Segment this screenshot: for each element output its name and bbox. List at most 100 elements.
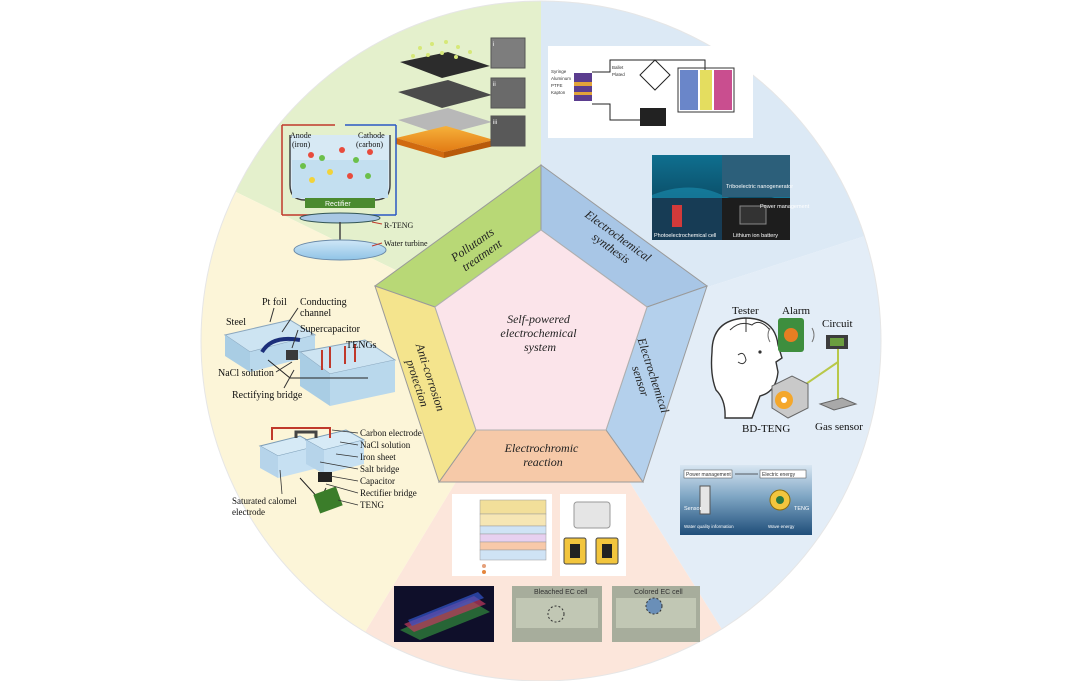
anticorrosion-bottom-panel: Carbon electrode NaCl solution Iron shee… (232, 427, 422, 517)
center-title: Self-powered electrochemical system (500, 312, 579, 354)
anode-sublabel: (iron) (292, 140, 311, 149)
water-turbine (293, 239, 387, 261)
r-teng-label: R-TENG (384, 221, 414, 230)
sem-label-3: iii (493, 120, 497, 126)
center-title-line-3: system (524, 340, 556, 354)
layer-base-side (396, 138, 444, 158)
svg-text:PTFE: PTFE (551, 83, 563, 88)
alarm-label: Alarm (782, 305, 811, 317)
tengs-label: TENGs (346, 340, 377, 351)
circuit-label: Circuit (822, 318, 853, 330)
layer-lower (398, 108, 492, 135)
sensor-panel: Tester Alarm Circuit BD-TENG Gas sensor (710, 305, 863, 435)
label-electrochromic-line-1: Electrochromic (504, 441, 579, 455)
pt-foil-label: Pt foil (262, 297, 287, 308)
bridge-diamond (639, 59, 671, 91)
bottom-label-leaders (279, 429, 359, 506)
wq-water-info: Water quality information (684, 524, 734, 529)
center-title-line-1: Self-powered (507, 312, 571, 326)
layer-base-side-2 (444, 140, 494, 158)
wq-power-mgmt: Power management (686, 472, 731, 478)
center-title-line-2: electrochemical (500, 326, 577, 340)
rectifier-label: Rectifier (325, 201, 351, 208)
circuit-board (826, 335, 848, 349)
rectifying-bridge-label: Rectifying bridge (232, 390, 303, 401)
cell-right (714, 70, 732, 110)
carbon-electrode-label: Carbon electrode (360, 428, 422, 438)
rectifier-box (305, 198, 375, 208)
wq-electric-energy: Electric energy (762, 472, 796, 478)
ec-colored-photo: Colored EC cell (612, 586, 700, 642)
svg-text:Syringe: Syringe (551, 69, 567, 74)
teng-stack (574, 73, 592, 101)
layer-stack (396, 40, 494, 158)
anticorrosion-top-panel: Steel Pt foil Conducting channel Superca… (218, 297, 397, 406)
battery (640, 108, 666, 126)
photo-label-pm: Power management (760, 204, 810, 210)
cell-left (680, 70, 698, 110)
ec-chip-image (394, 586, 494, 642)
svg-text:Plated: Plated (612, 72, 625, 77)
ec-layer-schematic (452, 494, 552, 576)
photo-label-lib: Lithium ion battery (733, 233, 778, 239)
steel-label: Steel (226, 317, 246, 328)
cathode-sublabel: (carbon) (356, 140, 383, 149)
teng-bottom-label: TENG (360, 500, 384, 510)
label-electrochromic: Electrochromic reaction (504, 441, 582, 469)
capacitor-label: Capacitor (360, 476, 395, 486)
conducting-label-1: Conducting (300, 297, 347, 308)
svg-text:Aluminum: Aluminum (551, 76, 571, 81)
layer-top-dots (411, 40, 472, 59)
water-turbine-label: Water turbine (384, 239, 428, 248)
wq-sensor: Sensor (684, 506, 702, 512)
synthesis-photo: Triboelectric nanogenerator Power manage… (652, 155, 810, 240)
ec-bleached-photo: Bleached EC cell (512, 586, 602, 642)
outer-circle-edge (200, 0, 882, 681)
rectifier-turbine: Rectifier R-TENG Water turbine (282, 198, 428, 261)
iron-sheet-label: Iron sheet (360, 452, 396, 462)
rectifier-bridge-label: Rectifier bridge (360, 488, 417, 498)
sem-label-1: i (493, 42, 494, 48)
conducting-channel (260, 336, 301, 354)
anode-label: Anode (290, 131, 312, 140)
pentagon-center (434, 229, 648, 431)
bd-teng-label: BD-TENG (742, 423, 790, 435)
sem-image-3 (490, 115, 526, 147)
bd-teng-device (771, 375, 809, 419)
nacl-label: NaCl solution (218, 368, 274, 379)
sem-label-2: ii (493, 82, 496, 88)
layer-top (400, 52, 490, 78)
sem-image-2 (490, 77, 526, 109)
layer-base (396, 126, 494, 152)
pollutant-particles (300, 147, 373, 183)
wq-wave-energy: Wave energy (768, 524, 795, 529)
water-quality-panel: Power management Electric energy Sensor … (680, 465, 812, 535)
cell-mid (700, 70, 712, 110)
supercapacitor-label: Supercapacitor (300, 324, 361, 335)
teng-green-block (313, 486, 343, 514)
svg-text:Kapton: Kapton (551, 90, 566, 95)
reaction-tank: Anode (iron) Cathode (carbon) (281, 124, 397, 215)
ec-device-photo (560, 494, 626, 576)
alarm-device (767, 318, 815, 352)
label-electrochromic-line-2: reaction (523, 455, 563, 469)
photo-label-teng: Triboelectric nanogenerator (726, 184, 793, 190)
cathode-label: Cathode (358, 131, 385, 140)
saturated-label-1: Saturated calomel (232, 496, 297, 506)
tester-label: Tester (732, 305, 759, 317)
gas-sensor-label: Gas sensor (815, 421, 863, 433)
saturated-label-2: electrode (232, 507, 265, 517)
photo-label-pec: Photoelectrochemical cell (654, 233, 716, 239)
salt-bridge-label: Salt bridge (360, 464, 399, 474)
r-teng-disc (299, 212, 381, 224)
pollutants-panel: i ii iii Anode (iron) Cathode (carbon) (281, 37, 526, 261)
layer-mid (398, 80, 492, 108)
pentagon (373, 164, 709, 484)
sem-images: i ii iii (490, 37, 526, 147)
electrochromic-panel: Bleached EC cell Colored EC cell (394, 494, 700, 642)
wq-teng: TENG (794, 506, 809, 512)
sem-image-1 (490, 37, 526, 69)
